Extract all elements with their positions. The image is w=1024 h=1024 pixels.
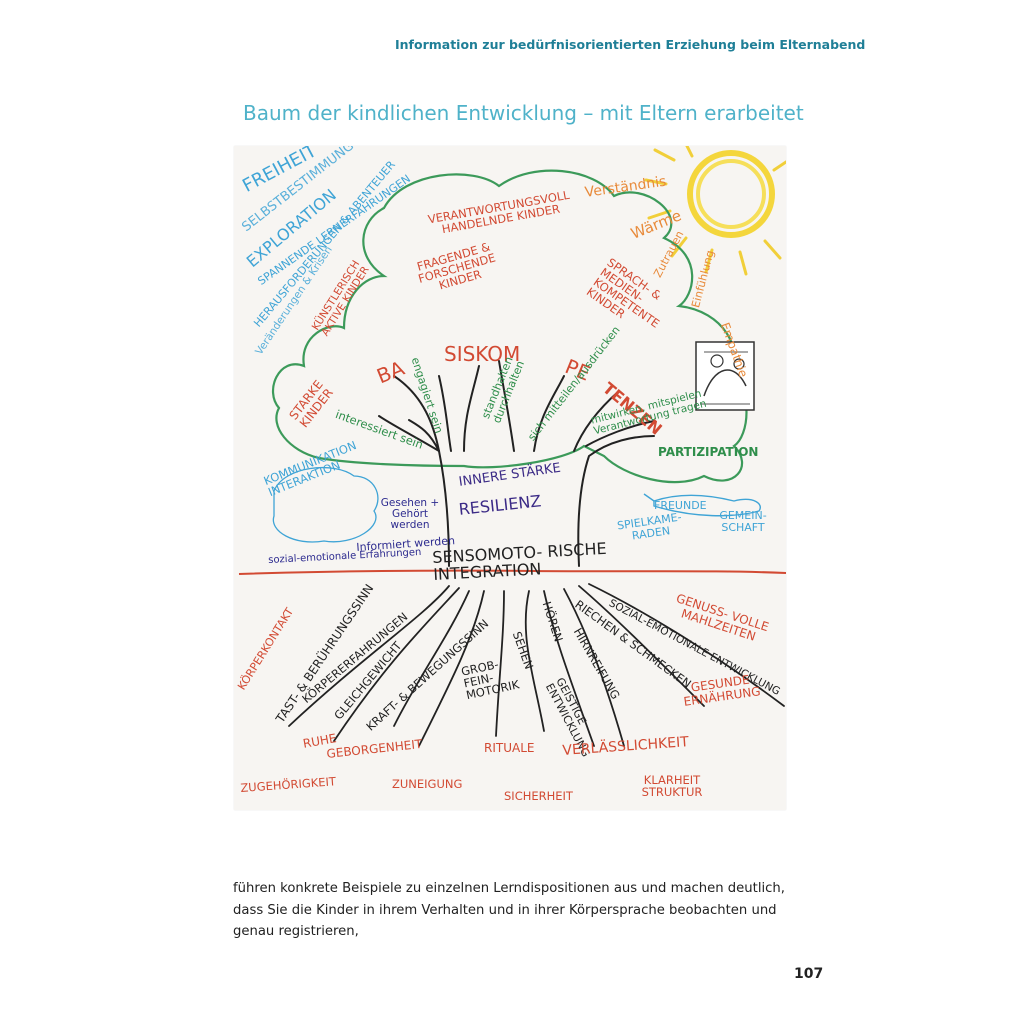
communication-cloud <box>272 466 379 543</box>
label-gemeinschaft: GEMEIN- SCHAFT <box>719 509 767 534</box>
label-partizipation: PARTIZIPATION <box>658 445 759 459</box>
body-paragraph: führen konkrete Beispiele zu einzelnen L… <box>233 881 785 939</box>
children-drawing-icon <box>695 341 755 411</box>
tree-drawing <box>238 146 786 747</box>
tree-crown-outline <box>271 169 748 484</box>
label-rituale: RITUALE <box>484 741 535 755</box>
label-klarheit-struktur: KLARHEIT STRUKTUR <box>641 773 703 800</box>
ground-line <box>238 569 786 575</box>
label-gesehen: Gesehen + Gehört werden <box>380 497 440 532</box>
label-freunde: FREUNDE <box>654 499 707 512</box>
label-basis-siskom: SISKOM <box>444 342 521 366</box>
page-number: 107 <box>794 966 824 982</box>
tree-poster-image: FREIHEIT SELBSTBESTIMMUNG EXPLORATION SP… <box>234 146 786 810</box>
label-zuneigung: ZUNEIGUNG <box>392 777 463 791</box>
running-header: Information zur bedürfnisorientierten Er… <box>395 37 866 52</box>
figure-title: Baum der kindlichen Entwicklung – mit El… <box>243 101 804 125</box>
label-sicherheit: SICHERHEIT <box>504 789 573 803</box>
sun-icon <box>644 146 786 276</box>
bird-icon <box>643 493 761 517</box>
